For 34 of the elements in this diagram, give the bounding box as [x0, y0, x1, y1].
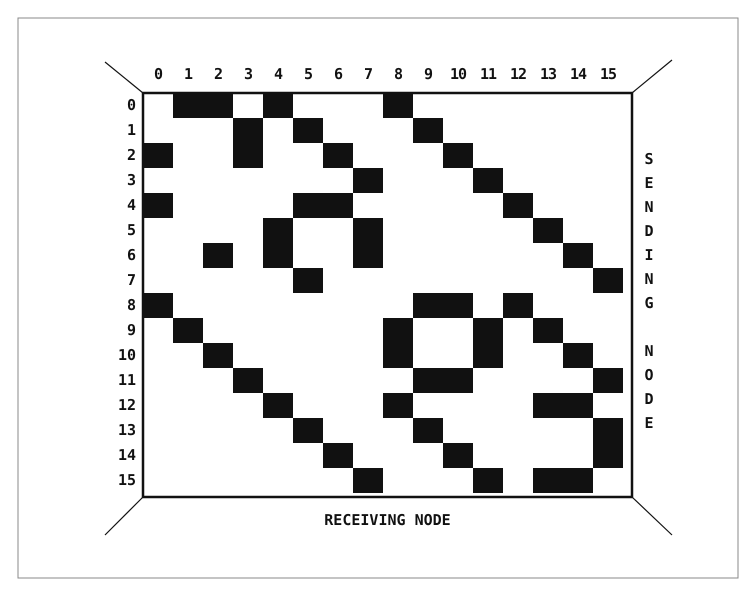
row-number: 15 — [118, 472, 136, 489]
column-number: 0 — [154, 66, 162, 83]
column-number: 1 — [184, 66, 192, 83]
column-number: 6 — [334, 66, 342, 83]
row-number: 4 — [126, 197, 136, 214]
column-number: 3 — [244, 66, 252, 83]
row-number: 6 — [126, 247, 136, 264]
column-number: 13 — [540, 66, 556, 83]
column-number: 12 — [510, 66, 526, 83]
column-number: 2 — [214, 66, 222, 83]
row-number: 11 — [118, 372, 136, 389]
column-number: 4 — [274, 66, 282, 83]
row-number: 5 — [126, 222, 136, 239]
column-number: 7 — [364, 66, 372, 83]
row-number: 8 — [126, 297, 136, 314]
column-number: 11 — [480, 66, 496, 83]
column-number: 14 — [570, 66, 586, 83]
row-number: 0 — [126, 97, 136, 114]
row-number: 14 — [118, 447, 136, 464]
row-number: 13 — [118, 422, 136, 439]
axis-title: RECEIVING NODE — [324, 512, 451, 529]
row-number: 9 — [126, 322, 136, 339]
row-number: 2 — [126, 147, 136, 164]
column-number: 15 — [600, 66, 616, 83]
row-number: 1 — [126, 122, 136, 139]
row-number: 10 — [118, 347, 136, 364]
axis-title: SENDING NODE — [640, 150, 658, 438]
column-number: 5 — [304, 66, 312, 83]
row-number: 7 — [126, 272, 136, 289]
row-number: 12 — [118, 397, 136, 414]
column-number: 9 — [424, 66, 432, 83]
column-number: 8 — [394, 66, 402, 83]
row-number: 3 — [126, 172, 136, 189]
column-number: 10 — [450, 66, 466, 83]
